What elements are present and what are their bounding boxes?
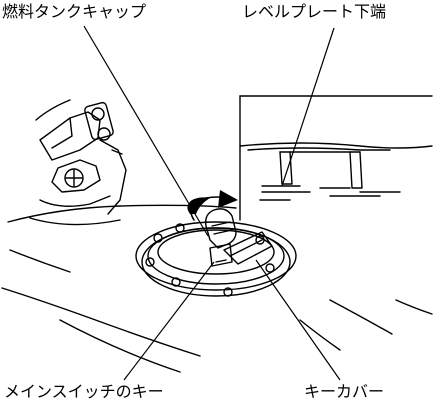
leader-line-key-cover [255, 259, 341, 381]
leader-line-key [123, 261, 215, 381]
leader-line-fuel-cap [83, 25, 209, 237]
label-key-cover: キーカバー [304, 382, 385, 401]
label-fuel-tank-cap: 燃料タンクキャップ [2, 2, 147, 21]
label-main-switch-key: メインスイッチのキー [4, 382, 164, 401]
fuel-cap-assembly [135, 221, 297, 297]
rotation-arrow-head [218, 190, 238, 208]
level-plate-inset [239, 95, 433, 221]
fuel-tank-body [1, 204, 433, 373]
label-level-plate-bottom: レベルプレート下端 [242, 2, 387, 21]
main-switch-key-drawing [204, 208, 237, 267]
leader-line-level-plate [281, 27, 335, 187]
handlebar-clamp [29, 99, 127, 226]
